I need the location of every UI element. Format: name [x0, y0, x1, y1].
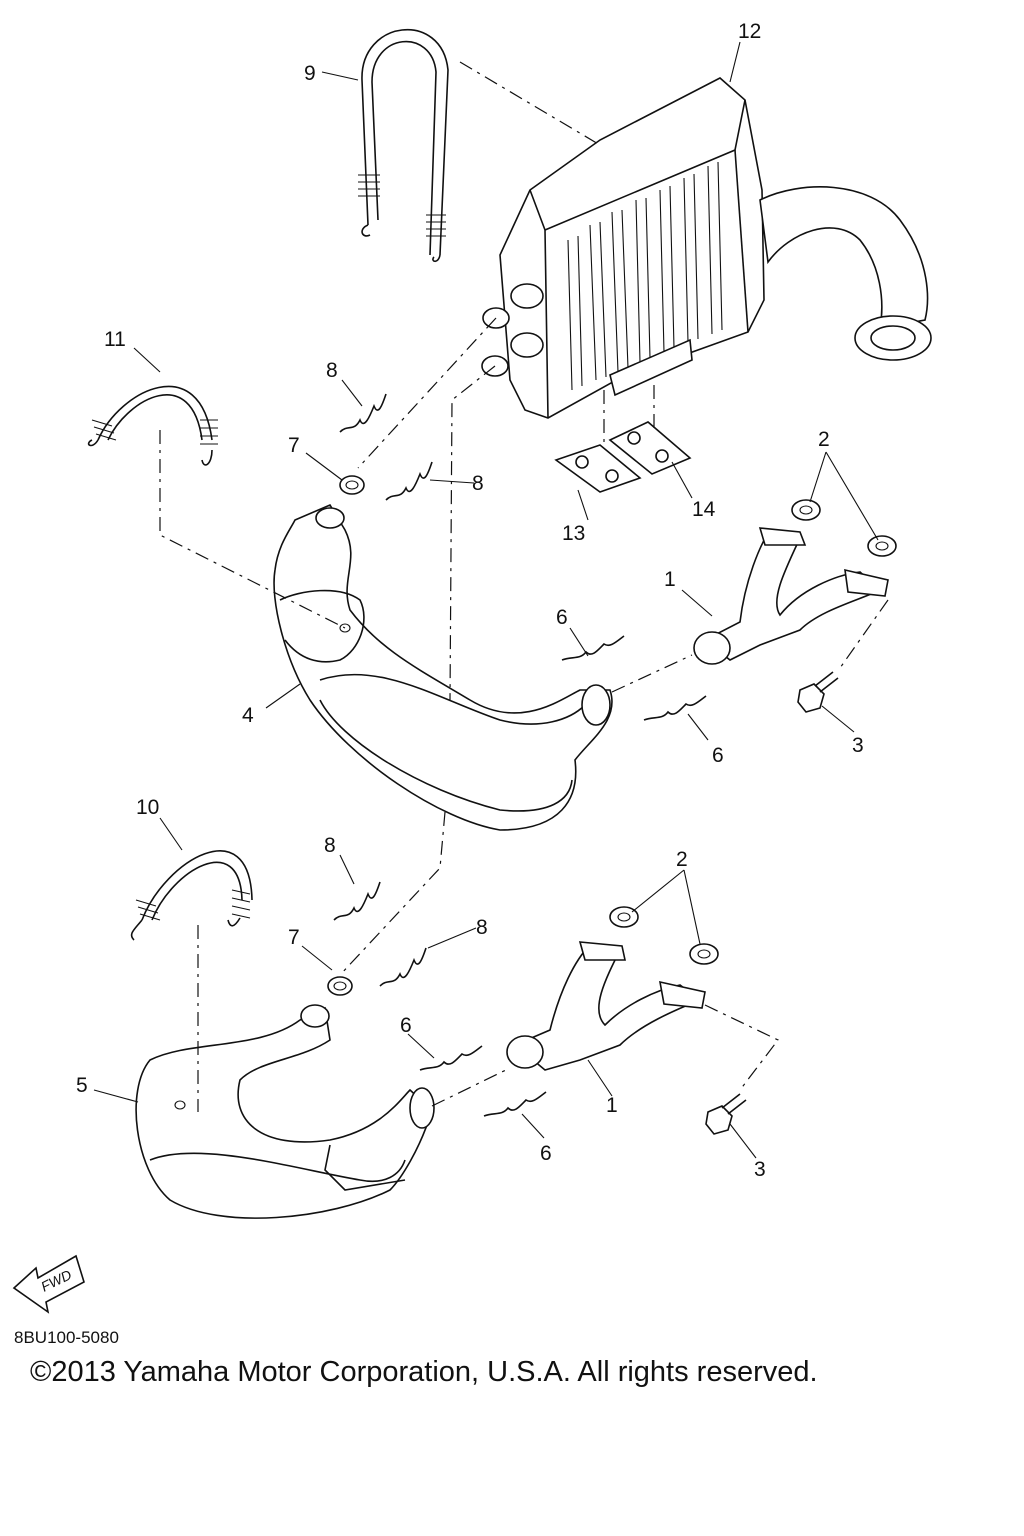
manifold-part-1-upper [693, 527, 889, 665]
strap-part-11 [87, 385, 218, 466]
strap-part-9 [358, 28, 449, 263]
callout-5: 5 [76, 1074, 88, 1097]
exhaust-pipe-part-4 [273, 503, 613, 831]
callout-8-b: 8 [472, 472, 484, 495]
callout-1-b: 1 [606, 1094, 618, 1117]
callout-3-b: 3 [754, 1158, 766, 1181]
callout-1-a: 1 [664, 568, 676, 591]
bracket-part-13 [554, 444, 642, 493]
callout-2-a: 2 [818, 428, 830, 451]
callout-2-b: 2 [676, 848, 688, 871]
callout-labels: 12 9 11 8 7 8 2 14 13 1 6 4 6 3 10 8 2 8… [76, 20, 864, 1181]
manifold-part-1-lower [506, 941, 706, 1071]
gaskets [327, 475, 897, 996]
callout-6-d: 6 [540, 1142, 552, 1165]
callout-6-a: 6 [556, 606, 568, 629]
leader-lines [93, 41, 879, 1159]
callout-6-c: 6 [400, 1014, 412, 1037]
callout-11: 11 [104, 328, 126, 351]
muffler-box-part-12 [481, 77, 932, 419]
copyright-notice: ©2013 Yamaha Motor Corporation, U.S.A. A… [30, 1356, 818, 1388]
springs [333, 393, 707, 1117]
callout-9: 9 [304, 62, 316, 85]
callout-13: 13 [562, 522, 585, 545]
drawing-code: 8BU100-5080 [14, 1328, 119, 1347]
callout-7-a: 7 [288, 434, 300, 457]
callout-12: 12 [738, 20, 761, 43]
strap-part-10 [130, 850, 253, 941]
callout-8-a: 8 [326, 359, 338, 382]
callout-10: 10 [136, 796, 159, 819]
callout-7-b: 7 [288, 926, 300, 949]
callout-8-d: 8 [476, 916, 488, 939]
bolts [705, 671, 839, 1135]
callout-14: 14 [692, 498, 716, 521]
exhaust-pipe-part-5 [135, 1004, 435, 1219]
callout-4: 4 [242, 704, 254, 727]
assembly-lines [159, 61, 889, 1112]
fwd-arrow: FWD [12, 1254, 85, 1314]
callout-8-c: 8 [324, 834, 336, 857]
callout-3-a: 3 [852, 734, 864, 757]
bracket-part-14 [608, 421, 692, 475]
callout-6-b: 6 [712, 744, 724, 767]
